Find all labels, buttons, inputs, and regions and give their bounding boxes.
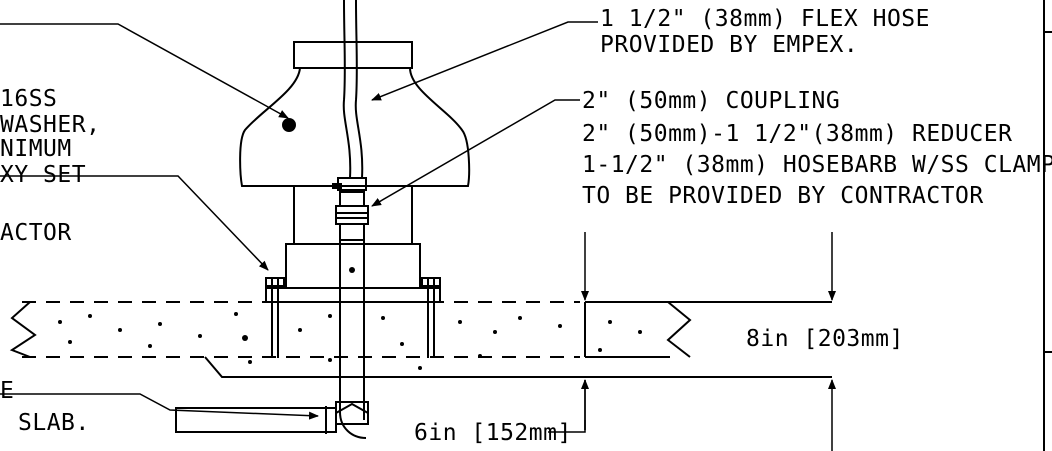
left-label-2: WASHER, — [0, 112, 100, 138]
vent-hole — [282, 118, 296, 132]
slab-thickness-dimension: 8in [203mm] — [746, 326, 904, 352]
flex-hose-label-line1: 1 1/2" (38mm) FLEX HOSE — [600, 6, 930, 32]
left-label-1: 16SS — [0, 86, 57, 112]
pipe-depth-dimension: 6in [152mm] — [414, 420, 572, 446]
dimension-pipe-depth — [548, 379, 589, 433]
aggregate-speckles — [58, 312, 642, 370]
frame-border — [1043, 0, 1052, 451]
concrete-slab — [9, 301, 832, 378]
left-label-3: NIMUM — [0, 136, 72, 162]
callout-labels: 1 1/2" (38mm) FLEX HOSE PROVIDED BY EMPE… — [0, 6, 1052, 446]
left-label-6: E — [0, 378, 14, 404]
unit-housing — [239, 41, 471, 303]
reducer-label: 2" (50mm)-1 1/2"(38mm) REDUCER — [582, 121, 1012, 147]
flex-hose — [342, 0, 364, 179]
contractor-label: TO BE PROVIDED BY CONTRACTOR — [582, 183, 984, 209]
left-label-4: XY SET — [0, 162, 86, 188]
hosebarb-label: 1-1/2" (38mm) HOSEBARB W/SS CLAMP — [582, 152, 1052, 178]
leader-lines — [0, 21, 598, 420]
left-label-7: SLAB. — [18, 410, 90, 436]
flex-hose-label-line2: PROVIDED BY EMPEX. — [600, 32, 858, 58]
hosebarb-coupling-assembly — [332, 177, 369, 241]
left-label-5: ACTOR — [0, 220, 72, 246]
anchor-bolts — [265, 277, 441, 358]
drain-pipe — [175, 240, 369, 439]
coupling-label: 2" (50mm) COUPLING — [582, 88, 840, 114]
